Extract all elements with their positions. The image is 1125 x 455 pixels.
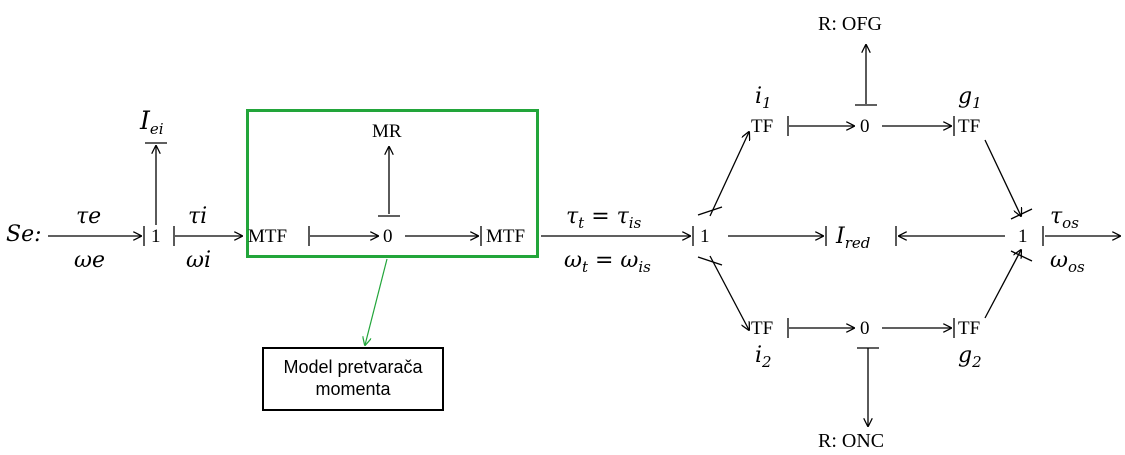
converter-resistor: MR (372, 121, 402, 142)
lower-zero: 0 (860, 318, 870, 339)
torque-converter-frame (246, 109, 539, 258)
input-effort: τi (188, 204, 208, 229)
output-effort: τt = τis (566, 204, 642, 232)
source-flow: ωe (74, 248, 105, 273)
caption-box: Model pretvarača momenta (262, 347, 444, 411)
input-flow: ωi (186, 248, 211, 273)
resistor-onc: R: ONC (818, 430, 885, 452)
mtf-left: MTF (248, 226, 288, 247)
source-label: Se: (6, 222, 42, 247)
reduced-inertia: Ired (836, 224, 871, 252)
bond-upper-left (709, 132, 749, 217)
upper-tf-left: TF (751, 116, 774, 137)
junction-center: 1 (700, 226, 710, 247)
upper-zero: 0 (860, 116, 870, 137)
lower-ratio-right: g2 (958, 343, 982, 371)
causal-stroke-upper-left (697, 206, 723, 216)
bond-upper-right (984, 139, 1021, 216)
lower-tf-left: TF (751, 318, 774, 339)
output-flow: ωt = ωis (564, 248, 651, 276)
upper-ratio-left: i1 (755, 84, 772, 112)
causal-stroke-upper-right (1010, 208, 1033, 220)
final-output-flow: ωos (1050, 248, 1085, 276)
source-effort: τe (76, 204, 102, 229)
junction-left: 1 (151, 226, 161, 247)
mtf-right: MTF (486, 226, 526, 247)
converter-zero: 0 (383, 226, 393, 247)
caption-text: Model pretvarača momenta (283, 357, 423, 399)
resistor-ofg: R: OFG (818, 13, 882, 35)
lower-tf-right: TF (958, 318, 981, 339)
caption-pointer (365, 258, 388, 345)
final-output-effort: τos (1050, 204, 1079, 232)
upper-ratio-right: g1 (958, 84, 982, 112)
upper-tf-right: TF (958, 116, 981, 137)
lower-ratio-left: i2 (755, 343, 772, 371)
bond-lower-left (709, 255, 749, 330)
junction-right: 1 (1018, 226, 1028, 247)
inertia-iei: Iei (140, 106, 164, 138)
bond-lower-right (984, 250, 1021, 319)
causal-stroke-lower-right (1010, 250, 1033, 262)
causal-stroke-lower-left (697, 256, 723, 266)
